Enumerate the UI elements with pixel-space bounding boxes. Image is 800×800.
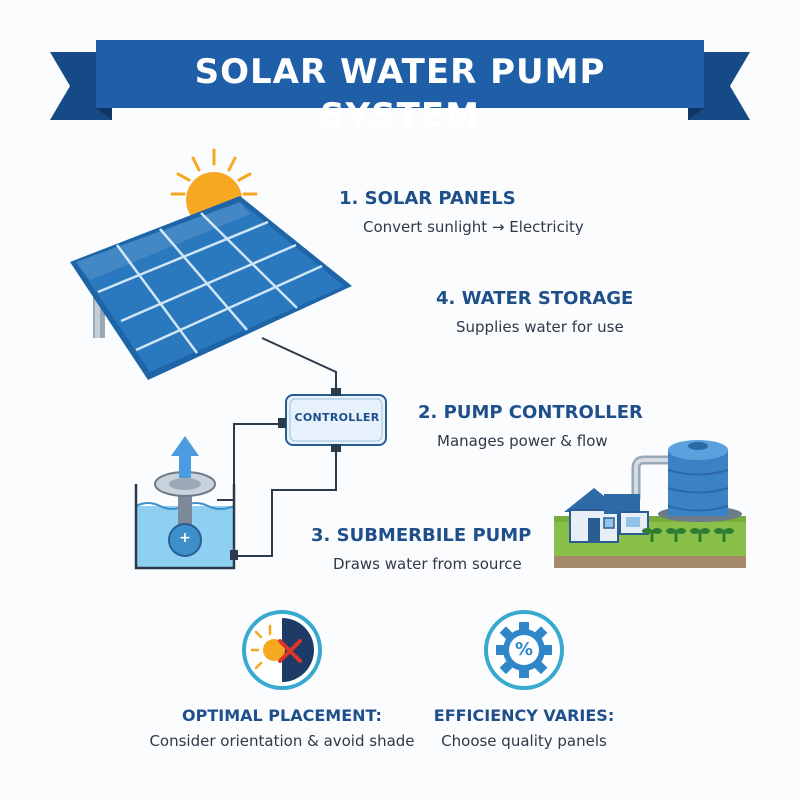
tip-title-placement: OPTIMAL PLACEMENT: [182, 706, 382, 725]
efficiency-percent: % [514, 639, 534, 660]
plants [642, 528, 734, 542]
step-desc-pump-controller: Manages power & flow [437, 432, 608, 450]
gear-percent-icon [484, 610, 564, 690]
step-desc-water-storage: Supplies water for use [456, 318, 624, 336]
tip-title-efficiency: EFFICIENCY VARIES: [433, 706, 615, 725]
step-title-pump-controller: 2. PUMP CONTROLLER [418, 402, 643, 423]
step-title-submersible-pump: 3. SUBMERBILE PUMP [311, 525, 532, 546]
pump-symbol: + [179, 530, 191, 546]
solar-panel [70, 196, 352, 380]
step-desc-solar-panels: Convert sunlight → Electricity [363, 218, 584, 236]
controller-box [278, 388, 387, 452]
step-title-water-storage: 4. WATER STORAGE [436, 288, 634, 309]
tip-desc-placement: Consider orientation & avoid shade [149, 732, 415, 750]
wires [217, 337, 337, 557]
step-title-solar-panels: 1. SOLAR PANELS [339, 188, 516, 209]
controller-label: CONTROLLER [294, 411, 380, 424]
step-desc-submersible-pump: Draws water from source [333, 555, 522, 573]
storage-scene [554, 440, 746, 568]
tip-desc-efficiency: Choose quality panels [441, 732, 607, 750]
banner-body [96, 40, 704, 108]
title-banner [50, 40, 750, 120]
page-title: SOLAR WATER PUMP SYSTEM [194, 52, 606, 136]
submersible-pump [154, 436, 216, 557]
sun-shade-icon [242, 610, 322, 690]
